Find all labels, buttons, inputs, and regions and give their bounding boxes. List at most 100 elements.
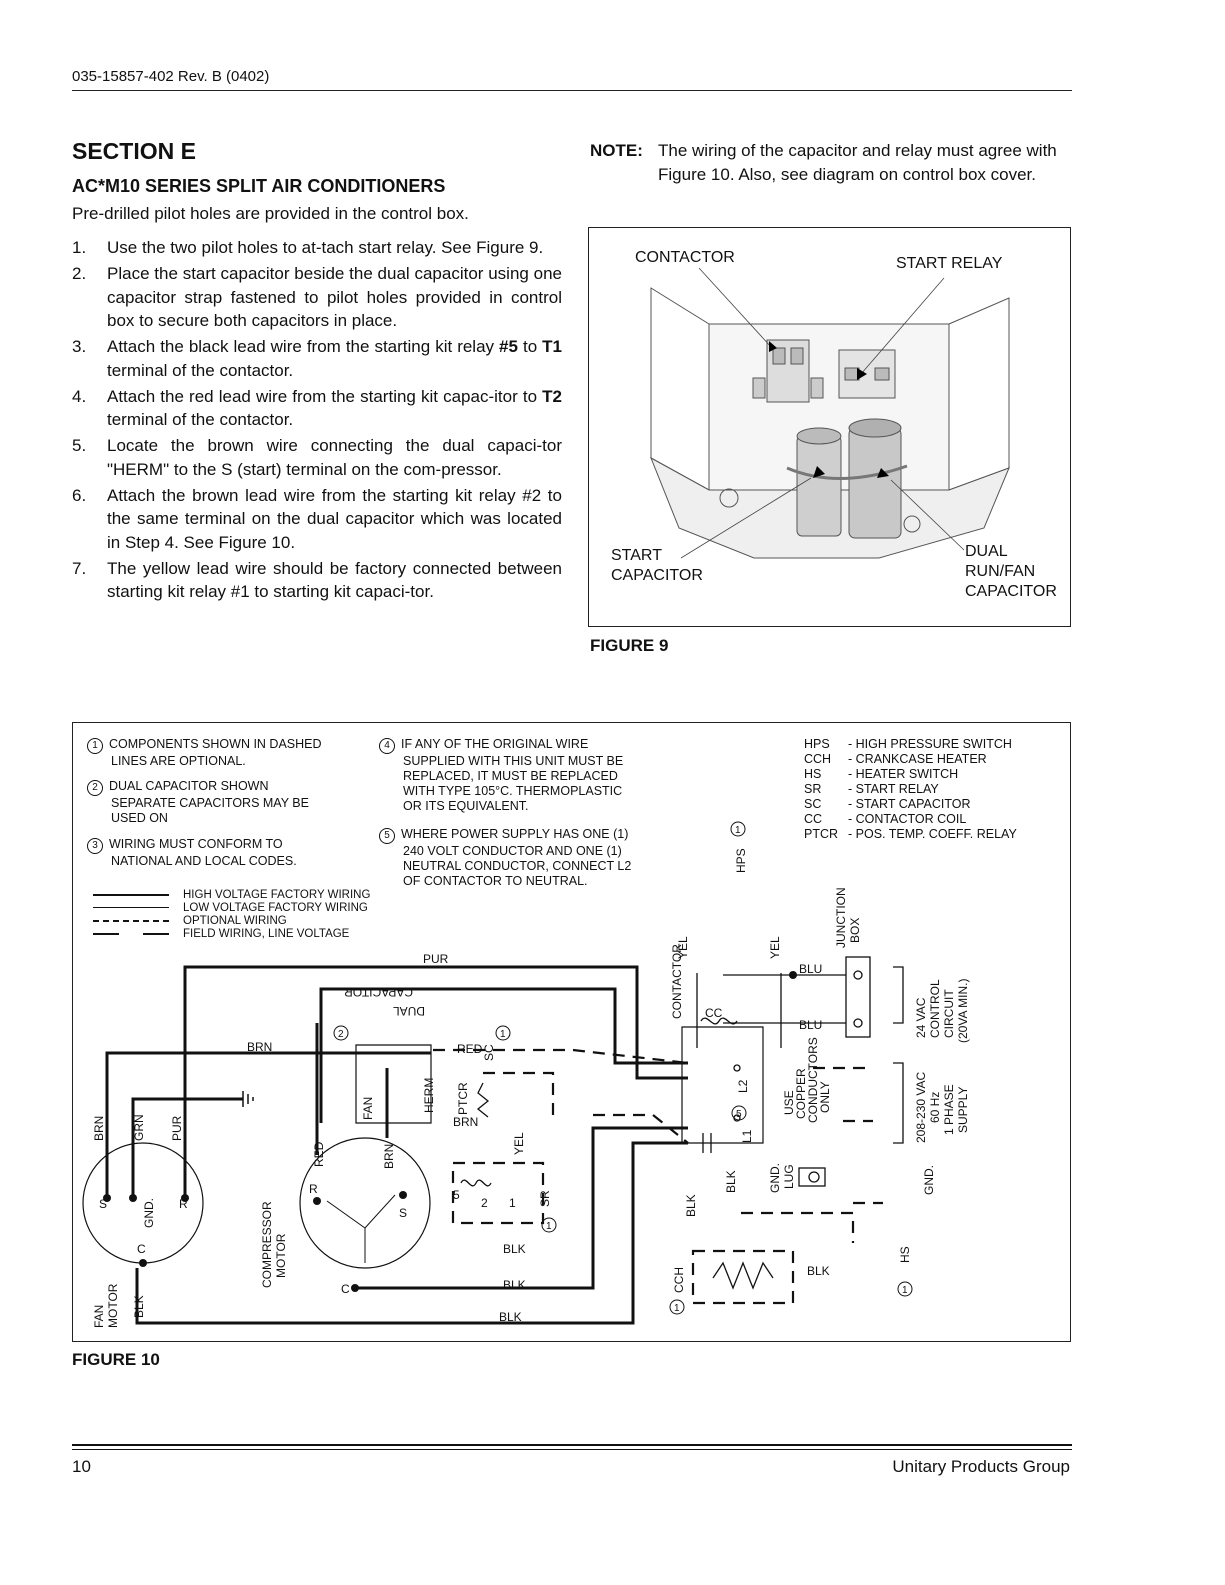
label-l2: L2 [736,1079,750,1093]
label-gnd-lug-2: LUG [782,1164,796,1189]
label-fan-blk: BLK [132,1295,146,1318]
abbr-row: PTCR- POS. TEMP. COEFF. RELAY [804,827,1017,841]
abbr-row: CCH- CRANKCASE HEATER [804,752,987,766]
label-yel-right: YEL [768,936,782,959]
figure-9-caption: FIGURE 9 [590,636,669,655]
label-control-2: CONTROL [928,979,942,1038]
control-box-illustration [650,267,1010,559]
label-dual-capacitor: DUAL RUN/FAN CAPACITOR [965,543,1057,600]
label-sc: SC [482,1044,496,1061]
label-use-4: ONLY [818,1081,832,1113]
label-supply-2: 60 Hz [928,1092,942,1123]
label-pur: PUR [423,952,449,966]
label-blk-1: BLK [503,1242,526,1256]
label-cch: CCH [672,1267,686,1293]
label-control-3: CIRCUIT [942,989,956,1038]
label-fan-term: FAN [361,1097,375,1120]
label-fan-s: S [99,1197,107,1211]
label-blk-3: BLK [499,1310,522,1324]
label-blk-4: BLK [807,1264,830,1278]
label-brn-vert-2: BRN [382,1144,396,1169]
abbr-row: HPS- HIGH PRESSURE SWITCH [804,737,1012,751]
label-pur-vert: PUR [170,1115,184,1141]
label-box: BOX [848,918,862,943]
label-use-3: CONDUCTORS [806,1037,820,1123]
label-red-vert: RED [312,1141,326,1167]
legend-row: FIELD WIRING, LINE VOLTAGE [93,928,413,941]
callout-1-hps: 1 [735,825,741,836]
step-6: 6.Attach the brown lead wire from the st… [72,485,562,552]
wiring-legend: HIGH VOLTAGE FACTORY WIRING LOW VOLTAGE … [93,889,413,941]
label-comp-r: R [309,1182,318,1196]
callout-1-cch: 1 [674,1303,680,1314]
step-5: 5.Locate the brown wire connecting the d… [72,436,562,479]
instruction-steps: 1.Use the two pilot holes to at-tach sta… [72,236,562,606]
label-gnd-lug-1: GND. [768,1163,782,1193]
header-rule [72,90,1072,91]
label-brn-2: BRN [453,1115,478,1129]
section-subtitle: AC*M10 SERIES SPLIT AIR CONDITIONERS [72,176,446,196]
label-fan-c: C [137,1242,146,1256]
label-fan-motor: FAN [92,1305,106,1328]
label-compressor-2: MOTOR [274,1233,288,1278]
label-relay-2: 2 [481,1196,488,1210]
label-control-1: 24 VAC [914,997,928,1038]
abbr-row: SC- START CAPACITOR [804,797,971,811]
label-l1: L1 [740,1129,754,1143]
label-blu-1: BLU [799,962,822,976]
label-blu-2: BLU [799,1018,822,1032]
figure-9-frame: CONTACTOR START RELAY START CAPACITOR DU… [588,227,1071,627]
label-yel-left: YEL [676,936,690,959]
label-hps: HPS [734,848,748,873]
abbreviation-list: HPS- HIGH PRESSURE SWITCH CCH- CRANKCASE… [804,737,1064,842]
label-start-capacitor: START CAPACITOR [611,547,703,584]
legend-row: HIGH VOLTAGE FACTORY WIRING [93,889,413,902]
label-blk-vert-1: BLK [684,1194,698,1217]
label-supply-1: 208-230 VAC [914,1072,928,1143]
page-number: 10 [72,1457,91,1476]
label-ptcr: PTCR [456,1082,470,1115]
intro-text: Pre-drilled pilot holes are provided in … [72,204,469,223]
compressor-motor [299,1137,431,1269]
wiring-schematic: PUR BRN RED BRN BLK BLK BLK BLU BLU BLK … [82,821,970,1328]
abbr-row: CC- CONTACTOR COIL [804,812,967,826]
footer-rule [72,1444,1072,1446]
callout-2: 2 [338,1029,344,1040]
label-yel-center: YEL [512,1132,526,1155]
figure-10-caption: FIGURE 10 [72,1350,160,1369]
company-name: Unitary Products Group [892,1457,1070,1476]
label-fan-motor-2: MOTOR [106,1283,120,1328]
footer-rule-thin [72,1449,1072,1450]
label-gnd-fan: GND. [142,1198,156,1228]
label-grn-vert: GRN [132,1114,146,1141]
step-1: 1.Use the two pilot holes to at-tach sta… [72,238,544,257]
step-4: 4.Attach the red lead wire from the star… [72,386,562,430]
label-control-4: (20VA MIN.) [956,979,970,1043]
callout-1-sr: 1 [546,1221,552,1232]
label-brn: BRN [247,1040,272,1054]
label-supply-3: 1 PHASE [942,1084,956,1135]
callout-1-hs: 1 [902,1285,908,1296]
label-sr: SR [538,1190,552,1207]
label-gnd-right: GND. [922,1165,936,1195]
label-dual-cap: CAPACITOR [344,985,413,999]
abbr-row: HS- HEATER SWITCH [804,767,959,781]
label-use-2: COPPER [794,1068,808,1119]
label-red: RED [457,1042,483,1056]
label-start-relay: START RELAY [896,255,1003,272]
legend-row: OPTIONAL WIRING [93,915,413,928]
label-dual-cap-2: DUAL [393,1004,425,1018]
label-relay-5: 5 [453,1188,460,1202]
label-blk-vert-2: BLK [724,1170,738,1193]
document-number: 035-15857-402 Rev. B (0402) [72,68,270,85]
section-title: SECTION E [72,138,196,164]
label-comp-s: S [399,1206,407,1220]
label-supply-4: SUPPLY [956,1087,970,1133]
label-herm: HERM [422,1078,436,1113]
